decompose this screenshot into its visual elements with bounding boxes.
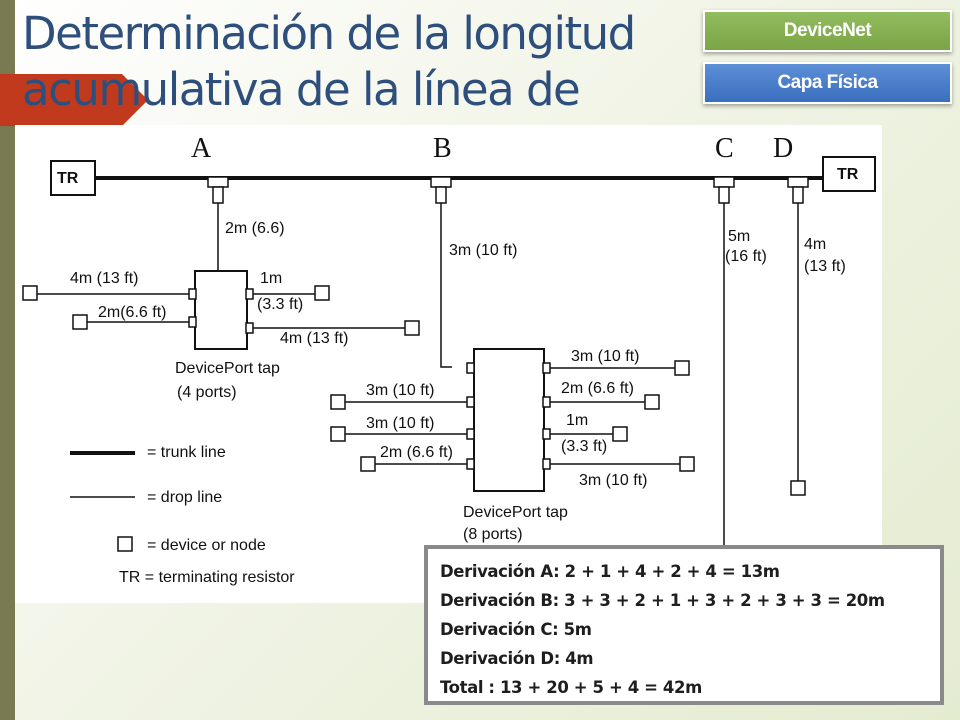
node-icon: [360, 456, 376, 472]
drop-c-connector: [718, 186, 730, 204]
tap8-right-2: 1m: [566, 412, 588, 429]
drop-a-length: 2m (6.6): [225, 220, 285, 237]
drop-c-length-0: 5m: [728, 228, 750, 245]
drop-b-connector: [435, 186, 447, 204]
tap8-right-1: 2m (6.6 ft): [561, 380, 634, 397]
deviceport-tap-8: [473, 348, 545, 492]
deviceport-tap-4: [194, 270, 248, 350]
tap4-caption-1: (4 ports): [177, 384, 237, 401]
drop-d-length-1: (13 ft): [804, 258, 846, 275]
tap8-left-0: 3m (10 ft): [366, 382, 434, 399]
summary-line-total: Total : 13 + 20 + 5 + 4 = 42m: [440, 678, 702, 697]
tap-connector-b: [430, 176, 452, 188]
tag-capa-fisica[interactable]: Capa Física: [703, 62, 952, 104]
left-accent-bar: [0, 0, 15, 720]
red-arrow-shape: [0, 74, 148, 126]
slide-title: Determinación de la longitud acumulativa…: [22, 7, 636, 116]
tap-connector-c: [713, 176, 735, 188]
node-icon: [22, 285, 38, 301]
tap-connector-d: [787, 176, 809, 188]
tap4-left-1: 2m(6.6 ft): [98, 304, 166, 321]
drop-d-length-0: 4m: [804, 236, 826, 253]
tap4-caption-0: DevicePort tap: [175, 360, 280, 377]
summary-line-d: Derivación D: 4m: [440, 649, 594, 668]
drop-c-length-1: (16 ft): [725, 248, 767, 265]
legend-device: = device or node: [147, 537, 266, 554]
tap-label-d: D: [773, 133, 793, 164]
terminator-right: [822, 156, 876, 192]
drop-d-connector: [792, 186, 804, 204]
terminator-left: [50, 160, 96, 196]
drop-b-length: 3m (10 ft): [449, 242, 517, 259]
legend-terminator: TR = terminating resistor: [119, 569, 295, 586]
legend-drop: = drop line: [147, 489, 222, 506]
tap4-left-0: 4m (13 ft): [70, 270, 138, 287]
tap8-left-1: 3m (10 ft): [366, 415, 434, 432]
derivation-summary-box: Derivación A: 2 + 1 + 4 + 2 + 4 = 13m De…: [424, 545, 944, 705]
node-icon: [790, 480, 806, 496]
summary-line-a: Derivación A: 2 + 1 + 4 + 2 + 4 = 13m: [440, 562, 780, 581]
tap-label-b: B: [433, 133, 452, 164]
tap8-right-0: 3m (10 ft): [571, 348, 639, 365]
tap-label-c: C: [715, 133, 734, 164]
tap4-right-1: (3.3 ft): [257, 296, 303, 313]
node-icon: [674, 360, 690, 376]
tap8-caption-1: (8 ports): [463, 526, 523, 543]
summary-line-b: Derivación B: 3 + 3 + 2 + 1 + 3 + 2 + 3 …: [440, 591, 885, 610]
tag-devicenet[interactable]: DeviceNet: [703, 10, 952, 52]
node-icon: [72, 314, 88, 330]
node-icon: [330, 426, 346, 442]
tap8-right-3: (3.3 ft): [561, 438, 607, 455]
node-icon: [644, 394, 660, 410]
tap-label-a: A: [191, 133, 212, 164]
tap8-right-4: 3m (10 ft): [579, 472, 647, 489]
legend-node-icon: [117, 536, 133, 552]
node-icon: [314, 285, 330, 301]
tap-connector-a: [207, 176, 229, 188]
legend-trunk: = trunk line: [147, 444, 226, 461]
node-icon: [679, 456, 695, 472]
tap8-caption-0: DevicePort tap: [463, 504, 568, 521]
node-icon: [612, 426, 628, 442]
tap8-left-2: 2m (6.6 ft): [380, 444, 453, 461]
tap4-right-0: 1m: [260, 270, 282, 287]
tap4-right-2: 4m (13 ft): [280, 330, 348, 347]
terminator-left-label: TR: [57, 170, 79, 187]
summary-line-c: Derivación C: 5m: [440, 620, 592, 639]
devicenet-diagram: A B C D TR TR 2m (6.6): [15, 125, 882, 603]
node-icon: [404, 320, 420, 336]
terminator-right-label: TR: [837, 166, 859, 183]
drop-a-connector: [212, 186, 224, 204]
node-icon: [330, 394, 346, 410]
drop-line-b: [440, 203, 452, 368]
